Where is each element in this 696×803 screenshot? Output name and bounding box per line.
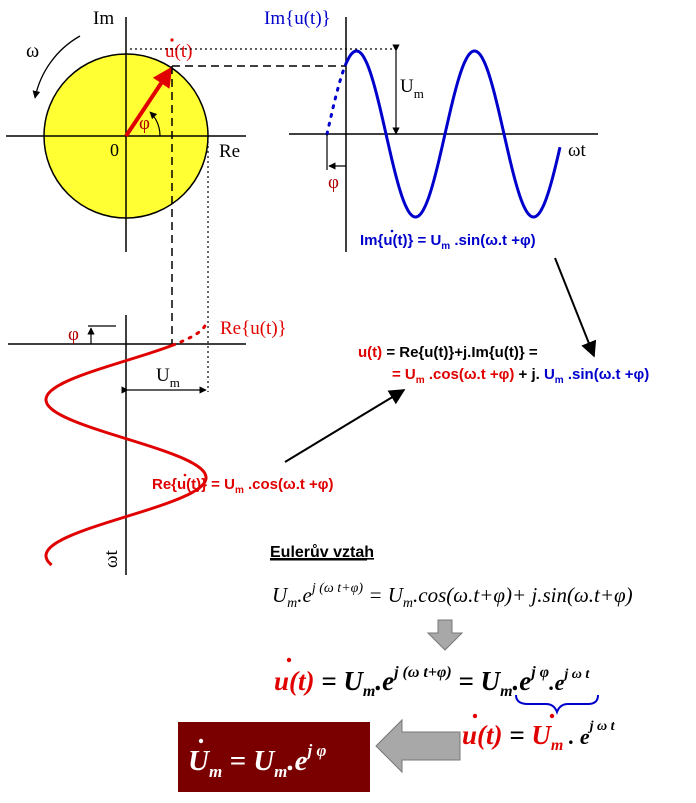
euler-formula: Um.ej (ω t+φ) = Um.cos(ω.t+φ)+ j.sin(ω.t… xyxy=(272,581,633,611)
omega-label: ω xyxy=(26,40,39,62)
re-equation-arrow xyxy=(284,389,406,463)
re-axis-label: Re xyxy=(219,141,240,162)
blue-brace xyxy=(515,694,599,715)
box-U-dot xyxy=(198,738,204,744)
cos-amplitude-label: Um xyxy=(156,365,180,390)
sine-axis-label: ωt xyxy=(568,140,587,161)
im-eq-u-dot xyxy=(390,229,394,233)
re-equation: Re{u(t)} = Um .cos(ω.t +φ) xyxy=(152,476,334,496)
phasor-complex-form: u(t) = Um . ej ω t xyxy=(462,719,616,754)
u-dot-line2 xyxy=(286,657,292,663)
projection-lines xyxy=(130,48,396,392)
cos-dotted-segment xyxy=(174,324,207,346)
origin-label: 0 xyxy=(110,140,119,160)
im-equation: Im{u(t)} = Um .sin(ω.t +φ) xyxy=(360,232,536,252)
phasor-phi-label: φ xyxy=(139,113,150,134)
re-eq-u-dot xyxy=(183,473,187,477)
im-equation-arrow xyxy=(554,257,597,358)
phasor-diagram: Im Re 0 ω u(t) φ xyxy=(6,8,246,252)
sine-curve xyxy=(344,49,562,219)
combined-equation-line2: = Um .cos(ω.t +φ) + j. Um .sin(ω.t +φ) xyxy=(392,366,649,386)
cos-phi-label: φ xyxy=(68,324,79,345)
cos-curve xyxy=(44,342,208,567)
cos-title: Re{u(t)} xyxy=(220,318,287,339)
phasor-label-dot xyxy=(170,38,174,42)
U-dot-line3 xyxy=(549,713,555,719)
phi-arc xyxy=(149,111,161,137)
euler-section: Eulerův vztah Um.ej (ω t+φ) = Um.cos(ω.t… xyxy=(178,544,633,792)
sine-plot: Im{u(t)} ωt Um φ xyxy=(264,8,598,252)
sine-dotted-segment xyxy=(325,62,348,136)
phasor-vector xyxy=(124,66,173,138)
gray-down-arrow xyxy=(426,619,464,651)
sine-phi-label: φ xyxy=(328,172,339,193)
phasor-definition-box xyxy=(178,722,370,792)
formulas: Im{u(t)} = Um .sin(ω.t +φ) u(t) = Re{u(t… xyxy=(152,232,649,496)
sine-title: Im{u(t)} xyxy=(264,8,331,29)
cosine-plot: Re{u(t)} ωt φ Um xyxy=(8,315,287,575)
u-dot-line3 xyxy=(472,713,478,719)
euler-title: Eulerův vztah xyxy=(270,544,374,561)
sine-amplitude-label: Um xyxy=(400,76,424,101)
gray-left-arrow xyxy=(375,718,461,774)
phasor-label: u(t) xyxy=(165,41,192,62)
phasor-definition: Um = Um.ej φ xyxy=(188,741,326,781)
rotation-arrow xyxy=(32,35,81,99)
im-axis-label: Im xyxy=(93,8,114,29)
combined-equation-line1: u(t) = Re{u(t)}+j.Im{u(t)} = xyxy=(358,344,538,361)
phasor-expansion-formula: u(t) = Um.ej (ω t+φ) = Um.ej φ.ej ω t xyxy=(274,664,590,700)
cos-axis-label: ωt xyxy=(101,549,122,568)
